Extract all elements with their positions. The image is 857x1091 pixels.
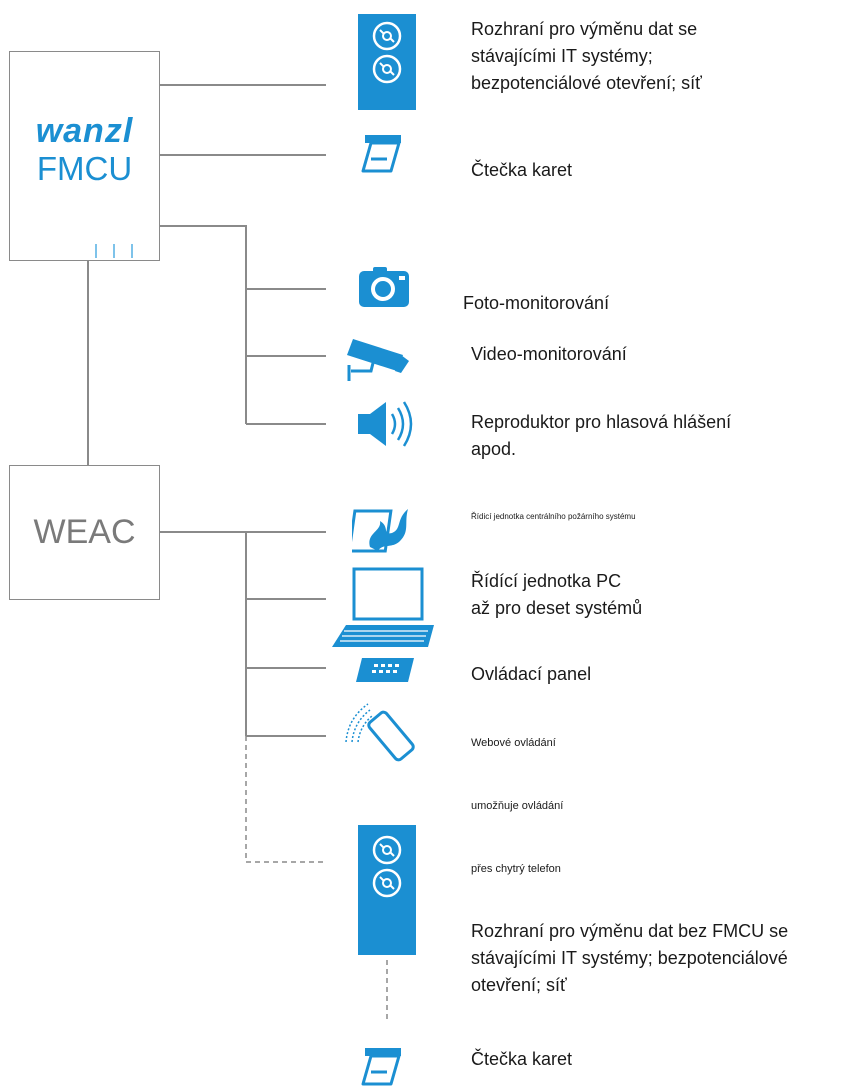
item-label-line: apod. bbox=[471, 439, 517, 459]
item-label-line: stávajícími IT systémy; bbox=[471, 46, 653, 66]
weac-unit: WEAC bbox=[9, 465, 160, 600]
smartphone-icon bbox=[345, 703, 415, 762]
keypad-icon bbox=[356, 658, 414, 682]
item-label-line: Čtečka karet bbox=[471, 160, 573, 180]
item-label-web-control-2: umožňuje ovládání bbox=[471, 799, 563, 813]
item-label-line: Řídící jednotka PC bbox=[471, 571, 622, 591]
item-label-card-reader-2: Čtečka karet bbox=[471, 1046, 572, 1073]
item-label-line: Reproduktor pro hlasová hlášení bbox=[471, 412, 732, 432]
item-label-web-control-3: přes chytrý telefon bbox=[471, 862, 561, 876]
item-label-line: Čtečka karet bbox=[471, 1049, 573, 1069]
fmcu-label: FMCU bbox=[36, 150, 133, 187]
item-label-line: otevření; síť bbox=[471, 975, 567, 995]
fire-control-icon bbox=[352, 509, 408, 553]
item-label-fire-control: Řídicí jednotka centrálního požárního sy… bbox=[471, 512, 636, 522]
cctv-camera-icon bbox=[347, 339, 409, 381]
item-label-line: umožňuje ovládání bbox=[471, 800, 564, 812]
disc-drives-icon bbox=[358, 825, 416, 955]
computer-icon bbox=[332, 567, 434, 647]
item-label-line: Ovládací panel bbox=[471, 664, 592, 684]
item-label-line: Řídicí jednotka centrálního požárního sy… bbox=[471, 512, 636, 521]
item-label-web-control: Webové ovládání bbox=[471, 736, 556, 750]
item-label-line: bezpotenciálové otevření; síť bbox=[471, 73, 702, 93]
item-label-interface-without-fmcu: Rozhraní pro výměnu dat bez FMCU se stáv… bbox=[471, 918, 788, 999]
item-label-line: Foto-monitorování bbox=[463, 293, 610, 313]
item-label-speaker: Reproduktor pro hlasová hlášení apod. bbox=[471, 409, 731, 463]
item-label-line: stávajícími IT systémy; bezpotenciálové bbox=[471, 948, 788, 968]
wanzl-logo: wanzl bbox=[35, 112, 134, 150]
item-label-card-reader: Čtečka karet bbox=[471, 157, 572, 184]
card-reader-icon bbox=[361, 1048, 401, 1086]
item-label-line: přes chytrý telefon bbox=[471, 863, 561, 875]
speaker-icon bbox=[358, 401, 413, 447]
link-weac-bus bbox=[160, 531, 247, 736]
item-label-line: Rozhraní pro výměnu dat bez FMCU se bbox=[471, 921, 789, 941]
disc-drives-icon bbox=[358, 14, 416, 110]
weac-label: WEAC bbox=[33, 513, 136, 551]
item-label-line: Video-monitorování bbox=[471, 344, 627, 364]
item-label-interface: Rozhraní pro výměnu dat se stávajícími I… bbox=[471, 16, 702, 97]
item-label-line: Webové ovládání bbox=[471, 737, 556, 749]
fmcu-unit: wanzl FMCU bbox=[9, 51, 160, 261]
camera-icon bbox=[359, 267, 409, 307]
item-label-photo-monitoring: Foto-monitorování bbox=[463, 290, 609, 317]
item-label-control-panel: Ovládací panel bbox=[471, 661, 591, 688]
item-label-line: Rozhraní pro výměnu dat se bbox=[471, 19, 698, 39]
item-label-line: až pro deset systémů bbox=[471, 598, 643, 618]
item-label-video-monitoring: Video-monitorování bbox=[471, 341, 627, 368]
item-label-pc-control: Řídící jednotka PC až pro deset systémů bbox=[471, 568, 642, 622]
card-reader-icon bbox=[361, 135, 401, 173]
link-optional-dashed bbox=[245, 736, 326, 863]
link-fmcu-bus bbox=[160, 225, 247, 424]
